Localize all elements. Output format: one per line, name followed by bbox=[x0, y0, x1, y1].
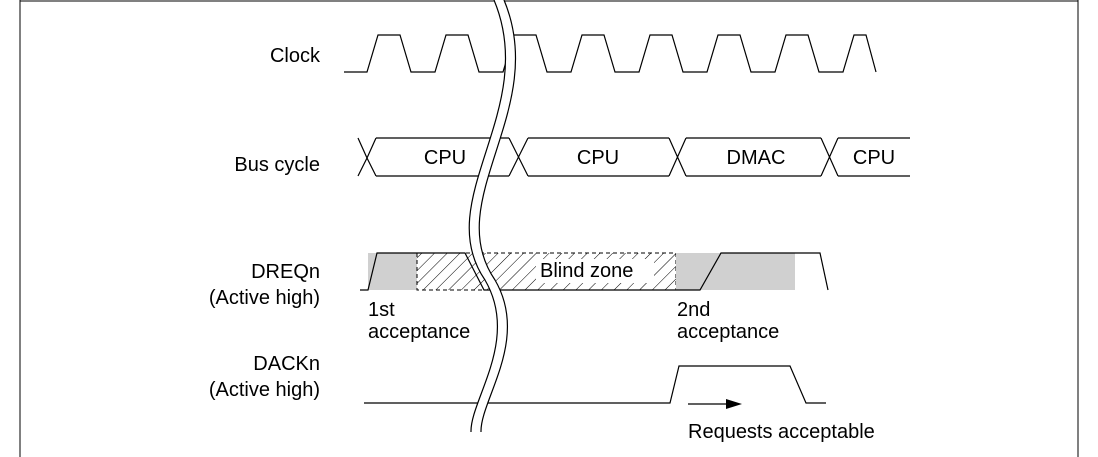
bus-segment-cpu-1: CPU bbox=[423, 147, 467, 169]
bus-cycle-label: Bus cycle bbox=[234, 154, 320, 176]
dreq-sublabel: (Active high) bbox=[208, 287, 320, 309]
clock-waveform bbox=[344, 34, 877, 73]
clock-label: Clock bbox=[269, 45, 320, 67]
bus-segment-cpu-2: CPU bbox=[576, 147, 620, 169]
requests-acceptable-label: Requests acceptable bbox=[688, 421, 875, 443]
first-acceptance-label-1: 1st bbox=[368, 299, 395, 321]
first-acceptance-shade bbox=[368, 253, 417, 290]
requests-arrow-head bbox=[726, 399, 742, 409]
time-break-line-left bbox=[468, 0, 506, 433]
second-acceptance-shade bbox=[676, 253, 795, 290]
bus-cycle-waveform bbox=[357, 137, 910, 177]
bus-segment-dmac: DMAC bbox=[726, 147, 786, 169]
time-break-line-right bbox=[478, 0, 516, 433]
dreq-label: DREQn bbox=[251, 261, 320, 283]
bus-segment-cpu-3: CPU bbox=[852, 147, 896, 169]
dack-sublabel: (Active high) bbox=[208, 379, 320, 401]
first-acceptance-label-2: acceptance bbox=[368, 321, 471, 343]
second-acceptance-label-1: 2nd bbox=[677, 299, 711, 321]
blind-zone-label-bg bbox=[536, 259, 654, 283]
blind-zone-label: Blind zone bbox=[540, 260, 634, 282]
second-acceptance-label-2: acceptance bbox=[677, 321, 780, 343]
dack-label: DACKn bbox=[253, 353, 320, 375]
dreq-waveform bbox=[360, 252, 829, 291]
dack-waveform bbox=[364, 365, 826, 404]
time-break-bg bbox=[469, 0, 516, 432]
